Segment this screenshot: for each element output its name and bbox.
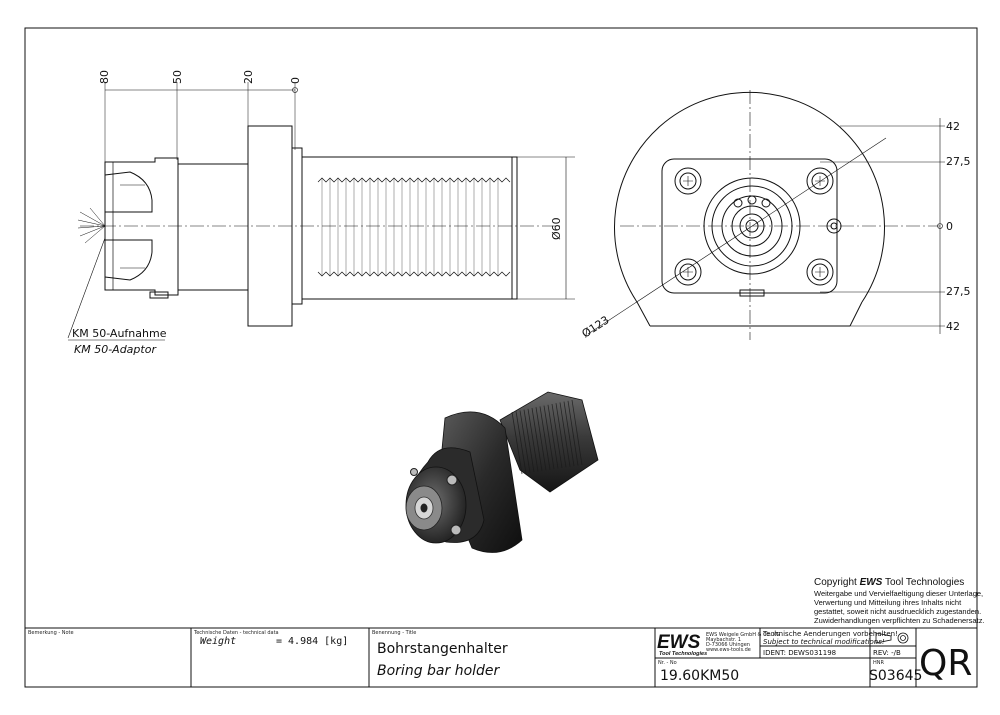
number-label: Nr. - No bbox=[658, 660, 677, 666]
svg-text:Tool Technologies: Tool Technologies bbox=[659, 651, 707, 657]
side-view bbox=[67, 82, 575, 341]
dim-label-50: 50 bbox=[171, 70, 184, 84]
weight-label: Weight bbox=[200, 636, 236, 647]
title-german: Bohrstangenhalter bbox=[377, 641, 508, 657]
svg-text:EWS: EWS bbox=[657, 632, 701, 653]
callout-km50-adaptor: KM 50-Adaptor bbox=[74, 343, 157, 356]
dim-label-dia60: Ø60 bbox=[550, 217, 563, 240]
isometric-render bbox=[405, 391, 599, 553]
dim-label-0: 0 bbox=[289, 77, 302, 84]
notice-german: Technische Aenderungen vorbehalten! bbox=[762, 630, 898, 638]
ident-number: IDENT: DEWS031198 bbox=[763, 649, 836, 657]
copyright-line-2: Verwertung und Mitteilung ihres Inhalts … bbox=[814, 598, 962, 607]
weight-value: = 4.984 [kg] bbox=[276, 636, 348, 647]
title-label: Benennung - Title bbox=[372, 630, 416, 636]
copyright-line-3: gestattet, soweit nicht ausdruecklich zu… bbox=[814, 607, 981, 616]
dim-label-20: 20 bbox=[242, 70, 255, 84]
ews-logo: EWS Tool Technologies bbox=[657, 632, 707, 657]
drawing-frame bbox=[24, 27, 978, 688]
company-line-1: EWS Weigele GmbH & Co. KG bbox=[706, 632, 780, 638]
revision: REV: -/B bbox=[873, 649, 901, 657]
copyright-line-1: Weitergabe und Vervielfaeltigung dieser … bbox=[814, 589, 983, 598]
hnr-label: HNR bbox=[873, 660, 885, 666]
dim-right-27-top: 27,5 bbox=[946, 155, 971, 168]
front-view bbox=[587, 90, 945, 340]
qr-label: QR bbox=[919, 643, 972, 684]
callout-km50-aufnahme: KM 50-Aufnahme bbox=[72, 327, 167, 340]
part-number: 19.60KM50 bbox=[660, 668, 739, 684]
drawing-number: S03645 bbox=[869, 668, 922, 684]
screw-top-right bbox=[806, 167, 834, 195]
company-line-2: Maybachstr. 1 bbox=[706, 637, 741, 643]
copyright-title: Copyright EWS Tool Technologies bbox=[814, 577, 964, 588]
title-block bbox=[25, 627, 977, 687]
dim-right-42-top: 42 bbox=[946, 120, 960, 133]
remark-label: Bemerkung - Note bbox=[28, 630, 74, 636]
dim-right-42-bottom: 42 bbox=[946, 320, 960, 333]
title-english: Boring bar holder bbox=[377, 663, 501, 679]
screw-bottom-left bbox=[674, 258, 702, 286]
company-line-3: D-73066 Uhingen bbox=[706, 642, 750, 648]
screw-top-left bbox=[674, 167, 702, 195]
shank-serrations bbox=[317, 177, 511, 277]
company-line-4: www.ews-tools.de bbox=[706, 647, 751, 653]
copyright-line-4: Zuwiderhandlungen verpflichten zu Schade… bbox=[814, 616, 985, 625]
dim-label-80: 80 bbox=[98, 70, 111, 84]
dim-label-dia123: Ø123 bbox=[580, 313, 612, 340]
screw-bottom-right bbox=[806, 258, 834, 286]
notice-english: Subject to technical modifications! bbox=[763, 638, 885, 646]
tech-data-label: Technische Daten - technical data bbox=[193, 630, 279, 636]
dim-right-27-bottom: 27,5 bbox=[946, 285, 971, 298]
dim-right-0: 0 bbox=[946, 220, 953, 233]
tool-tip-rays bbox=[77, 207, 106, 244]
